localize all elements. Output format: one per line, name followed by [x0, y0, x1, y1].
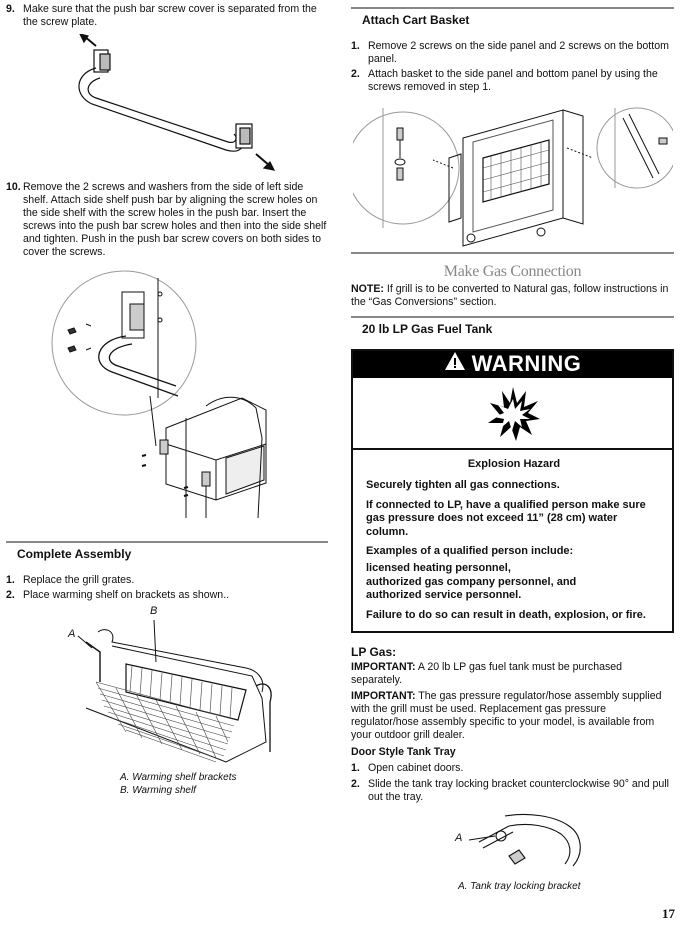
- lp-tank-title: 20 lb LP Gas Fuel Tank: [351, 316, 674, 338]
- tray-step-1: 1. Open cabinet doors.: [351, 762, 674, 775]
- cart-basket-illustration: [353, 107, 673, 247]
- step-number: 1.: [351, 40, 360, 52]
- lp-gas-title: LP Gas:: [351, 645, 397, 659]
- note-label: NOTE:: [351, 283, 384, 295]
- hazard-title: Explosion Hazard: [467, 458, 561, 470]
- basket-step-1: 1. Remove 2 screws on the side panel and…: [351, 40, 674, 66]
- step-number: 2.: [351, 67, 360, 80]
- warning-example-3: authorized service personnel.: [366, 589, 522, 602]
- section-title: Complete Assembly: [6, 541, 328, 563]
- step-text: Make sure that the push bar screw cover …: [23, 3, 317, 28]
- step-text: Place warming shelf on brackets as shown…: [23, 588, 230, 601]
- step-text: Slide the tank tray locking bracket coun…: [368, 778, 670, 803]
- step-number: 9.: [6, 3, 15, 15]
- warning-line-3: Examples of a qualified person include:: [366, 545, 574, 558]
- warning-header: WARNING: [353, 351, 672, 378]
- complete-step-1: 1. Replace the grill grates.: [6, 574, 328, 587]
- important-label: IMPORTANT:: [351, 690, 416, 703]
- warming-shelf-illustration: [77, 619, 272, 763]
- warning-box: WARNING Explosion Hazard Securely tighte…: [351, 349, 674, 633]
- step-9: 9. Make sure that the push bar screw cov…: [6, 3, 328, 29]
- gas-conversion-note: NOTE: If grill is to be converted to Nat…: [351, 283, 674, 309]
- step-number: 10.: [6, 181, 21, 193]
- step-number: 2.: [351, 778, 360, 790]
- step-text: Remove 2 screws on the side panel and 2 …: [368, 40, 669, 65]
- attach-cart-basket-section: Attach Cart Basket 1. Remove 2 screws on…: [351, 7, 674, 94]
- warning-symbol-area: [353, 378, 672, 450]
- step-10: 10. Remove the 2 screws and washers from…: [6, 181, 328, 259]
- warning-body: Explosion Hazard Securely tighten all ga…: [353, 450, 672, 622]
- step-number: 2.: [6, 588, 15, 601]
- step-text: Replace the grill grates.: [23, 574, 135, 586]
- step-number: 1.: [6, 574, 15, 586]
- important-1: IMPORTANT: A 20 lb LP gas fuel tank must…: [351, 661, 674, 687]
- warning-label: WARNING: [471, 351, 582, 377]
- warning-triangle-icon: [444, 351, 466, 378]
- page-number: 17: [662, 906, 675, 921]
- side-shelf-push-bar-illustration: [51, 270, 267, 519]
- step-text: Attach basket to the side panel and bott…: [368, 67, 658, 93]
- important-text: A 20 lb LP gas fuel tank must be purchas…: [351, 660, 623, 686]
- push-bar-illustration: [78, 34, 276, 171]
- basket-step-2: 2. Attach basket to the side panel and b…: [351, 68, 674, 94]
- section-title: Attach Cart Basket: [351, 7, 674, 29]
- caption-a: A. Warming shelf brackets: [120, 772, 237, 783]
- note-text: If grill is to be converted to Natural g…: [351, 283, 669, 308]
- step-text: Open cabinet doors.: [368, 762, 464, 775]
- tray-step-2: 2. Slide the tank tray locking bracket c…: [351, 778, 674, 804]
- warning-line-1: Securely tighten all gas connections.: [366, 479, 560, 492]
- warning-line-2: If connected to LP, have a qualified per…: [366, 498, 646, 538]
- important-text: The gas pressure regulator/hose assembly…: [351, 690, 662, 742]
- important-label: IMPORTANT:: [351, 660, 416, 673]
- lp-gas-section: LP Gas: IMPORTANT: A 20 lb LP gas fuel t…: [351, 645, 674, 804]
- explosion-icon: [487, 387, 540, 441]
- figure-label-b: B: [150, 605, 158, 617]
- caption-b: B. Warming shelf: [120, 785, 196, 796]
- warning-example-1: licensed heating personnel,: [366, 562, 511, 575]
- figure-label-a: A: [68, 628, 76, 640]
- figure-label-a: A: [455, 832, 463, 844]
- complete-step-2: 2. Place warming shelf on brackets as sh…: [6, 589, 328, 602]
- warning-example-2: authorized gas company personnel, and: [366, 575, 577, 588]
- gas-section-rule: [351, 252, 674, 254]
- step-number: 1.: [351, 762, 360, 775]
- complete-assembly-section: Complete Assembly 1. Replace the grill g…: [6, 541, 328, 602]
- tank-tray-caption: A. Tank tray locking bracket: [458, 881, 581, 892]
- door-style-tank-tray-title: Door Style Tank Tray: [351, 746, 456, 759]
- warning-line-4: Failure to do so can result in death, ex…: [366, 608, 646, 621]
- important-2: IMPORTANT: The gas pressure regulator/ho…: [351, 690, 674, 742]
- step-text: Remove the 2 screws and washers from the…: [23, 181, 327, 258]
- make-gas-connection-title: Make Gas Connection: [443, 263, 582, 280]
- tank-tray-illustration: [469, 813, 581, 867]
